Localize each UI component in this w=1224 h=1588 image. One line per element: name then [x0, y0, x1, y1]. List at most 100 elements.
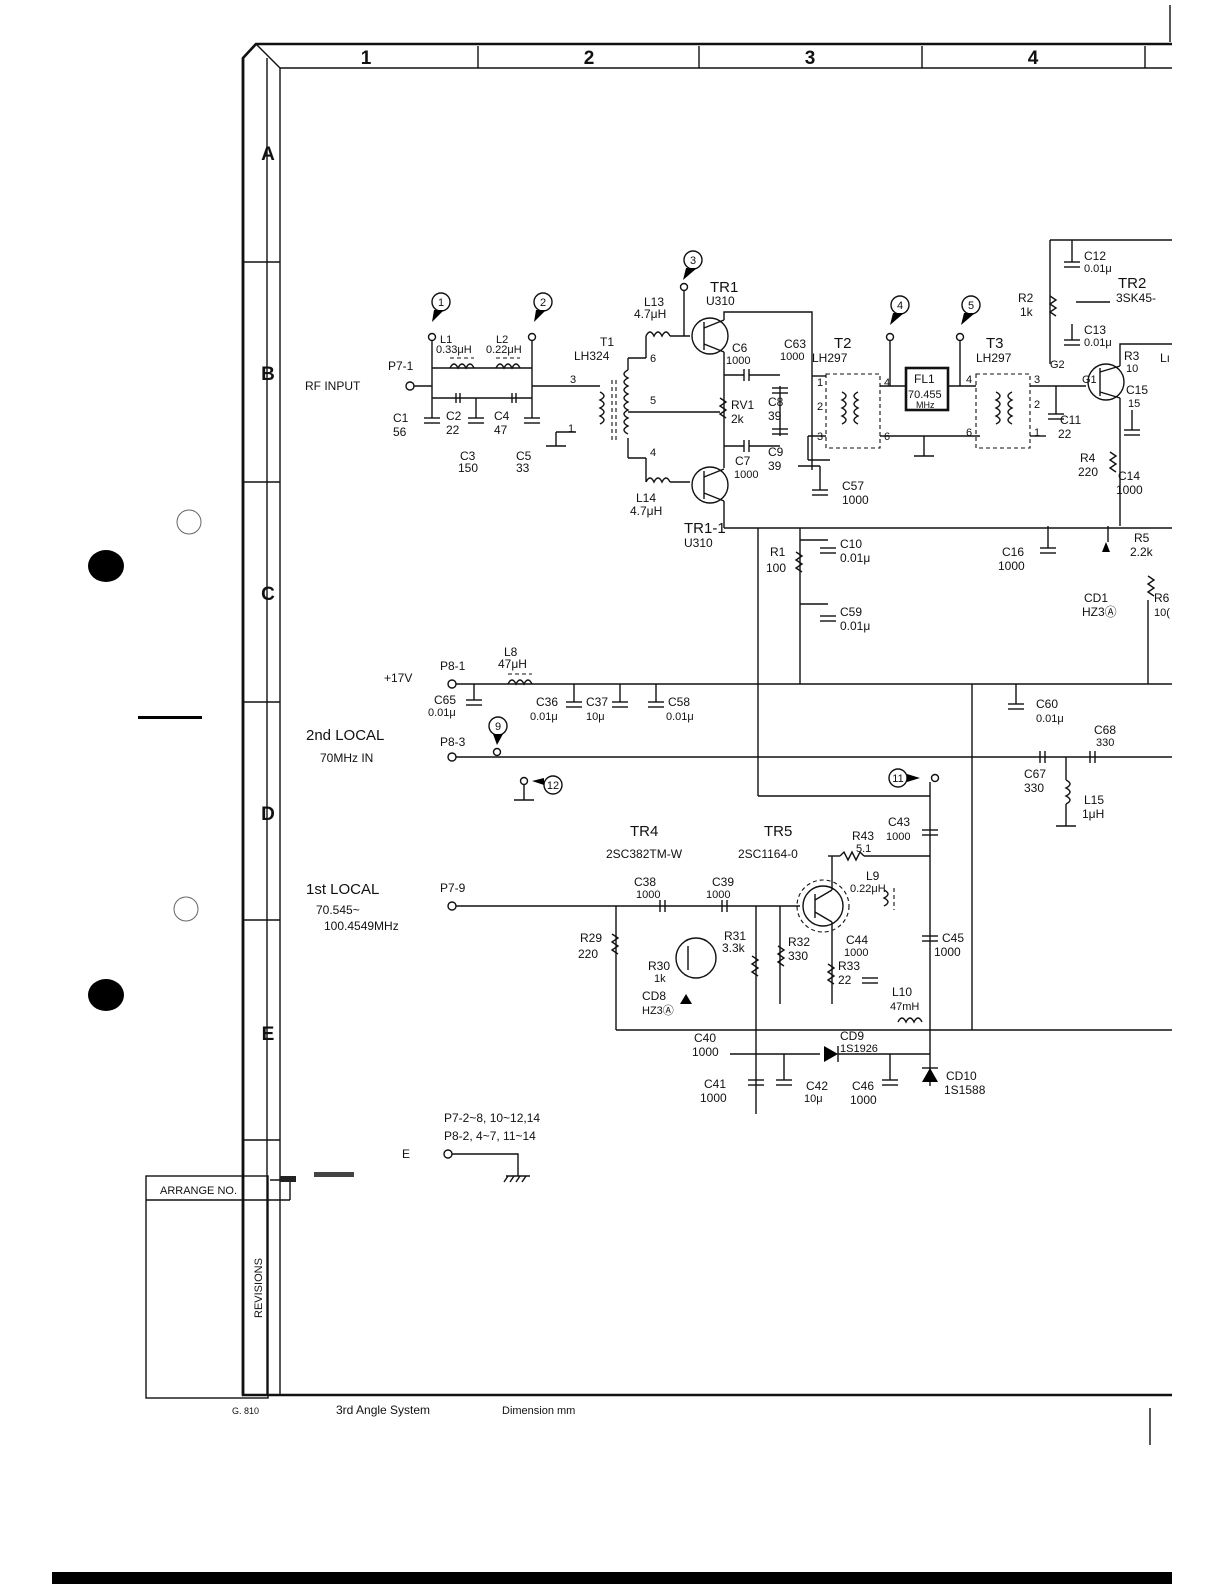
c38-ref: C38 [634, 875, 656, 889]
c57-value: 1000 [842, 493, 869, 507]
c12-ref: C12 [1084, 249, 1106, 263]
p7-1-label: P7-1 [388, 359, 414, 373]
tr1-value: U310 [706, 294, 735, 308]
r30-ref: R30 [648, 959, 670, 973]
t1-pin: 6 [650, 353, 656, 365]
c46-value: 1000 [850, 1093, 877, 1107]
r5-value: 2.2k [1130, 545, 1154, 559]
li-label: Lı [1160, 351, 1170, 365]
c16-ref: C16 [1002, 545, 1024, 559]
binder-hole [173, 896, 199, 922]
t3-pin: 3 [1034, 374, 1040, 386]
test-point-number: 4 [897, 300, 903, 312]
c12-value: 0.01μ [1084, 263, 1112, 275]
punch-blob [88, 550, 124, 582]
r5-ref: R5 [1134, 531, 1150, 545]
tr2-value: 3SK45- [1116, 291, 1156, 305]
c68-value: 330 [1096, 737, 1114, 749]
ground-list-2: P8-2, 4~7, 11~14 [444, 1129, 536, 1143]
first-local-freq-2: 100.4549MHz [324, 919, 399, 933]
t2-pin: 2 [817, 401, 823, 413]
t2-pin: 6 [884, 431, 890, 443]
c67-ref: C67 [1024, 767, 1046, 781]
l14-value: 4.7μH [630, 504, 662, 518]
c45-value: 1000 [934, 945, 961, 959]
r2-value: 1k [1020, 305, 1034, 319]
c58-value: 0.01μ [666, 711, 694, 723]
first-local-terminal [447, 901, 457, 911]
grid-row-label: A [261, 144, 275, 165]
cd9-value: 1S1926 [840, 1043, 878, 1055]
c3-value: 150 [458, 461, 478, 475]
c1-value: 56 [393, 425, 407, 439]
l8-value: 47μH [498, 657, 527, 671]
c6-value: 1000 [726, 355, 750, 367]
r4-value: 220 [1078, 465, 1098, 479]
t1-pin: 3 [570, 374, 576, 386]
binder-hole [176, 509, 202, 535]
c40-value: 1000 [692, 1045, 719, 1059]
cd10-diode [922, 1068, 938, 1082]
margin-mark [138, 716, 202, 719]
c59-ref: C59 [840, 605, 862, 619]
second-local-terminal [447, 752, 457, 762]
r29-value: 220 [578, 947, 598, 961]
r1-value: 100 [766, 561, 786, 575]
second-local-freq: 70MHz IN [320, 751, 373, 765]
c39-value: 1000 [706, 889, 730, 901]
c45-ref: C45 [942, 931, 964, 945]
bias-network: C57 1000 R1 100 C10 0.01μ C59 0.01μ [757, 465, 930, 797]
fl1-freq: 70.455 [908, 389, 942, 401]
tr1-symbol [691, 317, 729, 355]
test-point-number: 12 [547, 780, 559, 792]
fl1-ref: FL1 [914, 372, 935, 386]
tr4-value: 2SC382TM-W [606, 847, 683, 861]
t1-pin: 4 [650, 447, 656, 459]
c67-value: 330 [1024, 781, 1044, 795]
tr2-g2-label: G2 [1050, 359, 1065, 371]
tr2-g1-label: G1 [1082, 374, 1097, 386]
c13-value: 0.01μ [1084, 337, 1112, 349]
c36-value: 0.01μ [530, 711, 558, 723]
grid-row-label: B [261, 364, 275, 385]
r33-value: 22 [838, 973, 852, 987]
grid-row-label: D [261, 804, 275, 825]
cd1-value: HZ3Ⓐ [1082, 605, 1117, 619]
cd8-ref: CD8 [642, 989, 666, 1003]
cd1-diode [1102, 542, 1110, 552]
l15-ref: L15 [1084, 793, 1104, 807]
c13-ref: C13 [1084, 323, 1106, 337]
t3-pin: 6 [966, 427, 972, 439]
r3-ref: R3 [1124, 349, 1140, 363]
c2-value: 22 [446, 423, 460, 437]
ground-terminal [443, 1149, 453, 1159]
t1-ref: T1 [600, 335, 614, 349]
c14-ref: C14 [1118, 469, 1140, 483]
arrange-no-label: ARRANGE NO. [160, 1185, 237, 1197]
plus17v-label: +17V [384, 671, 412, 685]
cd10-value: 1S1588 [944, 1083, 986, 1097]
l1-coil [449, 363, 475, 370]
c44-value: 1000 [844, 947, 868, 959]
r31-value: 3.3k [722, 941, 746, 955]
c43-value: 1000 [886, 831, 910, 843]
c63-ref: C63 [784, 337, 806, 351]
t2-can [825, 373, 881, 449]
test-point-number: 1 [438, 297, 444, 309]
c43-ref: C43 [888, 815, 910, 829]
grid-row-label: C [261, 584, 275, 605]
c41-value: 1000 [700, 1091, 727, 1105]
t3-ref: T3 [986, 335, 1004, 352]
fl1-filter [904, 366, 950, 412]
bottom-edge-bar [52, 1572, 1172, 1584]
t1-primary [598, 391, 605, 425]
p8-3-label: P8-3 [440, 735, 466, 749]
t1-secondary [623, 369, 630, 435]
rf-input-section: RF INPUT P7-1 1 2 L1 0.33μH [305, 292, 600, 475]
cd9-ref: CD9 [840, 1029, 864, 1043]
c57-ref: C57 [842, 479, 864, 493]
c46-ref: C46 [852, 1079, 874, 1093]
c9-value: 39 [768, 459, 782, 473]
c38-value: 1000 [636, 889, 660, 901]
